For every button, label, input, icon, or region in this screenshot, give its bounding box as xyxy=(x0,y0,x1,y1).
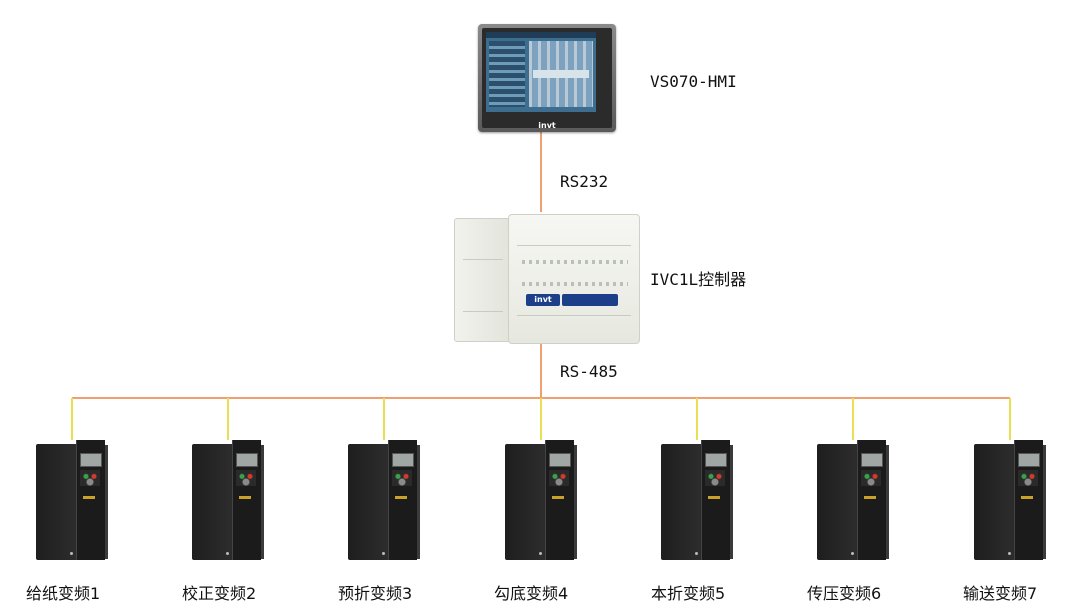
hmi-brand-logo: invt xyxy=(538,121,556,130)
plc-label: IVC1L控制器 xyxy=(650,270,747,289)
plc-left-module xyxy=(454,218,512,342)
plc-controller: invt xyxy=(454,212,640,344)
inverter-drive-4 xyxy=(505,440,577,560)
hmi-screen xyxy=(486,32,596,112)
drive-label-3: 预折变频3 xyxy=(338,584,413,603)
inverter-drive-5 xyxy=(661,440,733,560)
drive-label-5: 本折变频5 xyxy=(651,584,726,603)
drive-label-4: 勾底变频4 xyxy=(494,584,569,603)
drive-label-6: 传压变频6 xyxy=(807,584,882,603)
rs485-label: RS-485 xyxy=(560,362,618,381)
hmi-touchscreen: invt xyxy=(478,24,616,132)
inverter-drive-1 xyxy=(36,440,108,560)
plc-main-module xyxy=(508,214,640,344)
hmi-label: VS070-HMI xyxy=(650,72,737,91)
inverter-drive-7 xyxy=(974,440,1046,560)
inverter-drive-2 xyxy=(192,440,264,560)
inverter-drive-3 xyxy=(348,440,420,560)
drive-label-2: 校正变频2 xyxy=(182,584,257,603)
inverter-drive-6 xyxy=(817,440,889,560)
drive-label-7: 输送变频7 xyxy=(963,584,1038,603)
plc-brand-logo: invt xyxy=(526,294,560,306)
plc-model-plate xyxy=(562,294,618,306)
rs232-label: RS232 xyxy=(560,172,609,191)
drive-label-1: 给纸变频1 xyxy=(26,584,101,603)
